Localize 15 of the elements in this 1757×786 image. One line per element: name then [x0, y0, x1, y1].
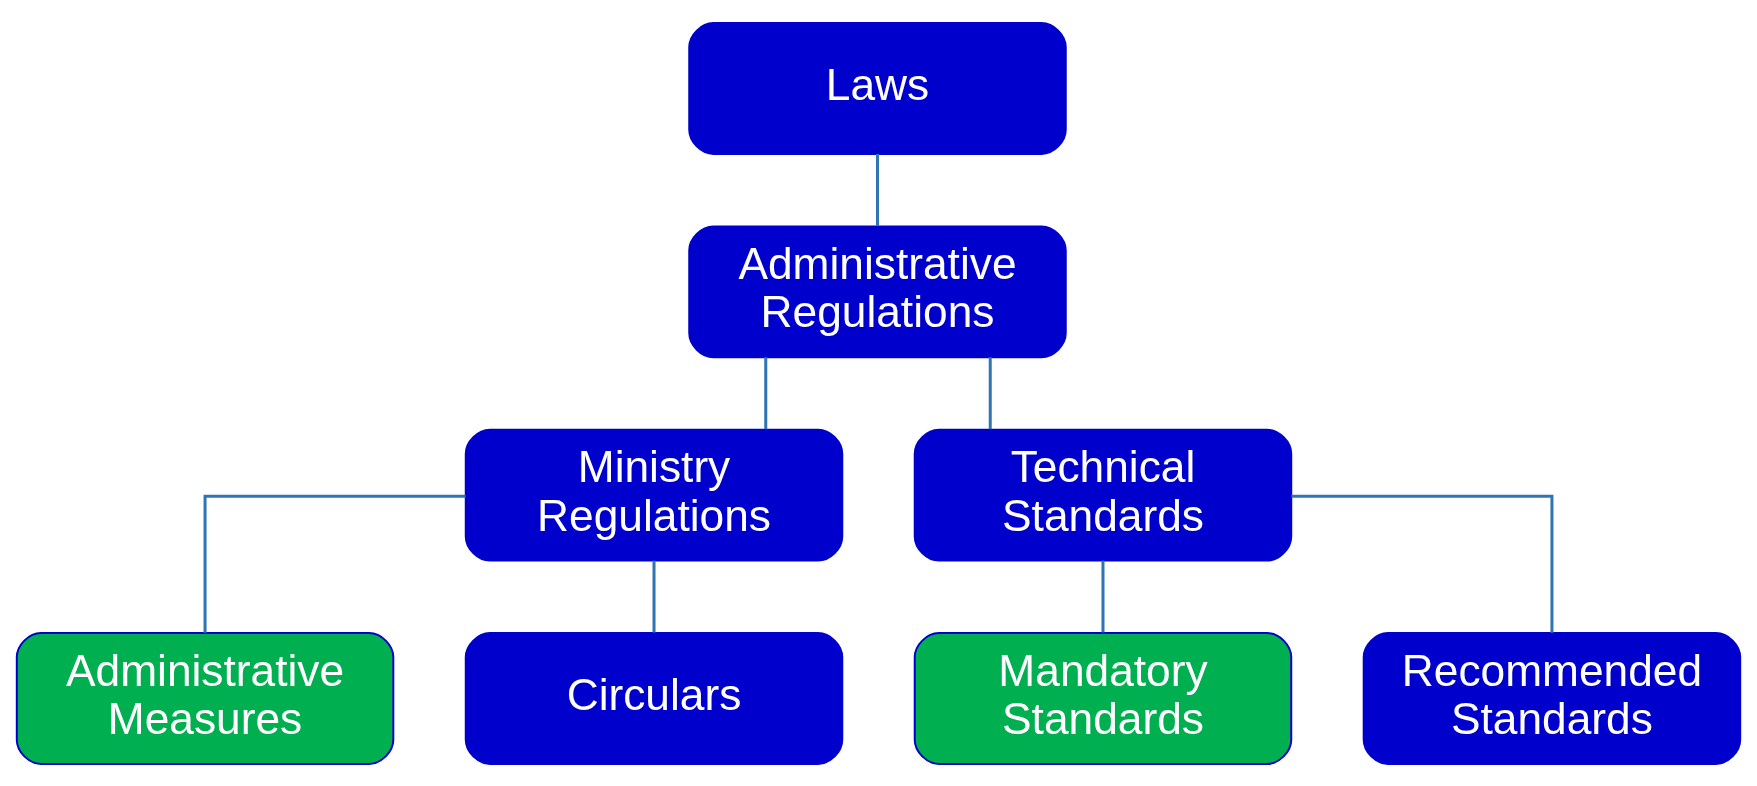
connector	[1291, 494, 1554, 633]
connector	[203, 494, 466, 633]
connector	[652, 560, 656, 632]
node-box: Recommended Standards	[1362, 631, 1742, 765]
node-box: Administrative Measures	[15, 631, 395, 765]
connector	[1101, 560, 1105, 632]
node-box: Mandatory Standards	[913, 631, 1293, 765]
node-box: Circulars	[464, 631, 844, 765]
connector	[764, 356, 768, 429]
connector	[988, 356, 992, 429]
node-box: Laws	[688, 21, 1067, 155]
connector	[876, 153, 879, 226]
node-box: Administrative Regulations	[688, 224, 1067, 358]
node-box: Technical Standards	[913, 428, 1293, 562]
node-box: Ministry Regulations	[464, 428, 844, 562]
